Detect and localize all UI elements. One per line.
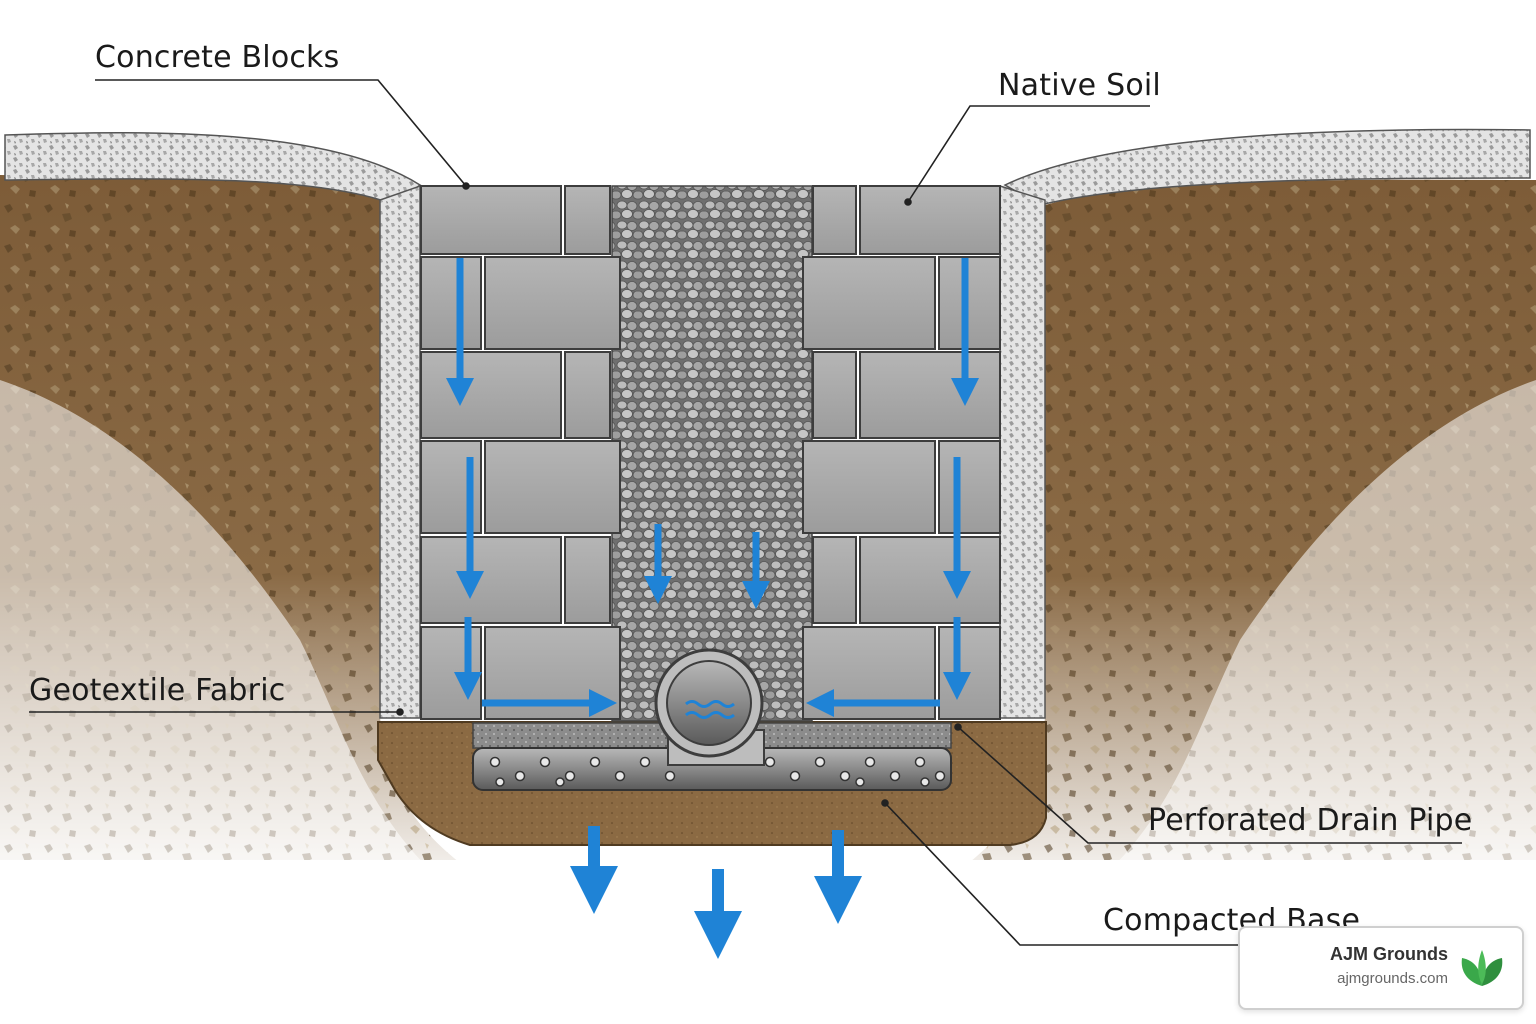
label-geotextile-fabric: Geotextile Fabric <box>29 673 286 708</box>
concrete-blocks-left <box>420 185 621 720</box>
leader-drain-pipe <box>957 726 1462 844</box>
concrete-blocks-right <box>802 185 1001 720</box>
pipe-cross-section <box>654 648 765 766</box>
brand-url: ajmgrounds.com <box>1337 970 1448 987</box>
label-concrete-blocks: Concrete Blocks <box>95 40 340 75</box>
brand-name: AJM Grounds <box>1329 944 1448 964</box>
surface-gravel <box>4 128 1531 206</box>
leader-native-soil <box>907 105 1150 203</box>
gravel-core <box>611 185 813 722</box>
perforated-drain-pipe <box>472 747 952 791</box>
leaf-icon <box>1461 950 1503 986</box>
water-flow-arrows <box>446 258 979 959</box>
brand-watermark: AJM Grounds ajmgrounds.com <box>1238 926 1524 1010</box>
label-native-soil: Native Soil <box>998 68 1161 103</box>
label-perforated-drain-pipe: Perforated Drain Pipe <box>1148 803 1473 838</box>
leader-concrete-blocks <box>95 79 467 187</box>
geotextile-fabric <box>379 184 1046 719</box>
